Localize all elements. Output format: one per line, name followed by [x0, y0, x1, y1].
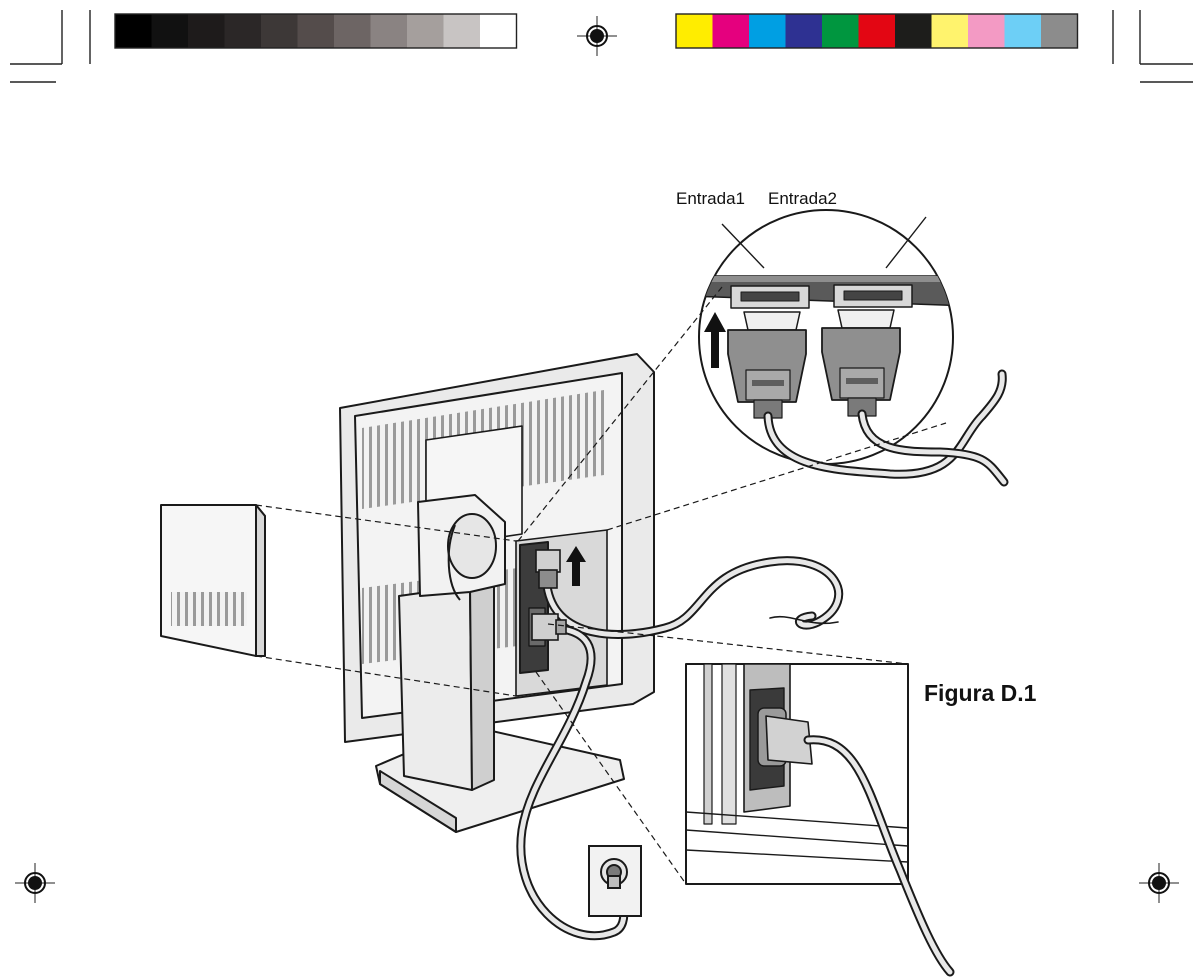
process-color-swatch — [895, 14, 932, 48]
process-color-swatch — [712, 14, 749, 48]
process-color-swatch — [931, 14, 968, 48]
process-color-swatch — [858, 14, 895, 48]
process-color-swatch — [676, 14, 713, 48]
color-calibration-bar — [675, 13, 1079, 49]
projection-lines — [255, 286, 947, 885]
cable-cover-panel — [160, 504, 266, 657]
input2-label: Entrada2 — [768, 189, 837, 208]
grayscale-swatch — [188, 14, 225, 48]
process-color-frame — [675, 13, 1079, 49]
grayscale-swatch — [370, 14, 407, 48]
grayscale-swatch — [443, 14, 480, 48]
up-arrow-icon — [566, 546, 586, 586]
grayscale-swatch — [151, 14, 188, 48]
registration-mark-icon — [15, 863, 55, 903]
grayscale-swatch — [334, 14, 371, 48]
grayscale-swatch — [115, 14, 152, 48]
grayscale-swatch — [224, 14, 261, 48]
registration-mark-icon — [577, 16, 617, 56]
grayscale-swatch — [407, 14, 444, 48]
signal-cables-detail — [763, 369, 1009, 487]
grayscale-swatch — [480, 14, 517, 48]
grayscale-swatch — [261, 14, 298, 48]
process-color-swatch — [822, 14, 859, 48]
figure-caption: Figura D.1 — [924, 680, 1037, 706]
grayscale-frame — [114, 13, 518, 49]
power-outlet-icon — [588, 845, 642, 917]
grayscale-swatch — [297, 14, 334, 48]
signal-plug — [535, 549, 561, 589]
process-color-swatch — [749, 14, 786, 48]
input1-label: Entrada1 — [676, 189, 745, 208]
registration-mark-icon — [1139, 863, 1179, 903]
input-connectors-detail — [698, 209, 954, 465]
power-plug — [531, 613, 567, 641]
process-color-swatch — [1041, 14, 1078, 48]
crop-marks — [10, 10, 1193, 83]
process-color-swatch — [1004, 14, 1041, 48]
process-color-swatch — [785, 14, 822, 48]
signal-cable — [542, 556, 844, 639]
up-arrow-icon — [704, 312, 726, 368]
power-connector-detail — [685, 663, 955, 977]
grayscale-calibration-bar — [114, 13, 518, 49]
monitor-stand — [375, 494, 625, 833]
power-cable — [516, 623, 629, 941]
process-color-swatch — [968, 14, 1005, 48]
